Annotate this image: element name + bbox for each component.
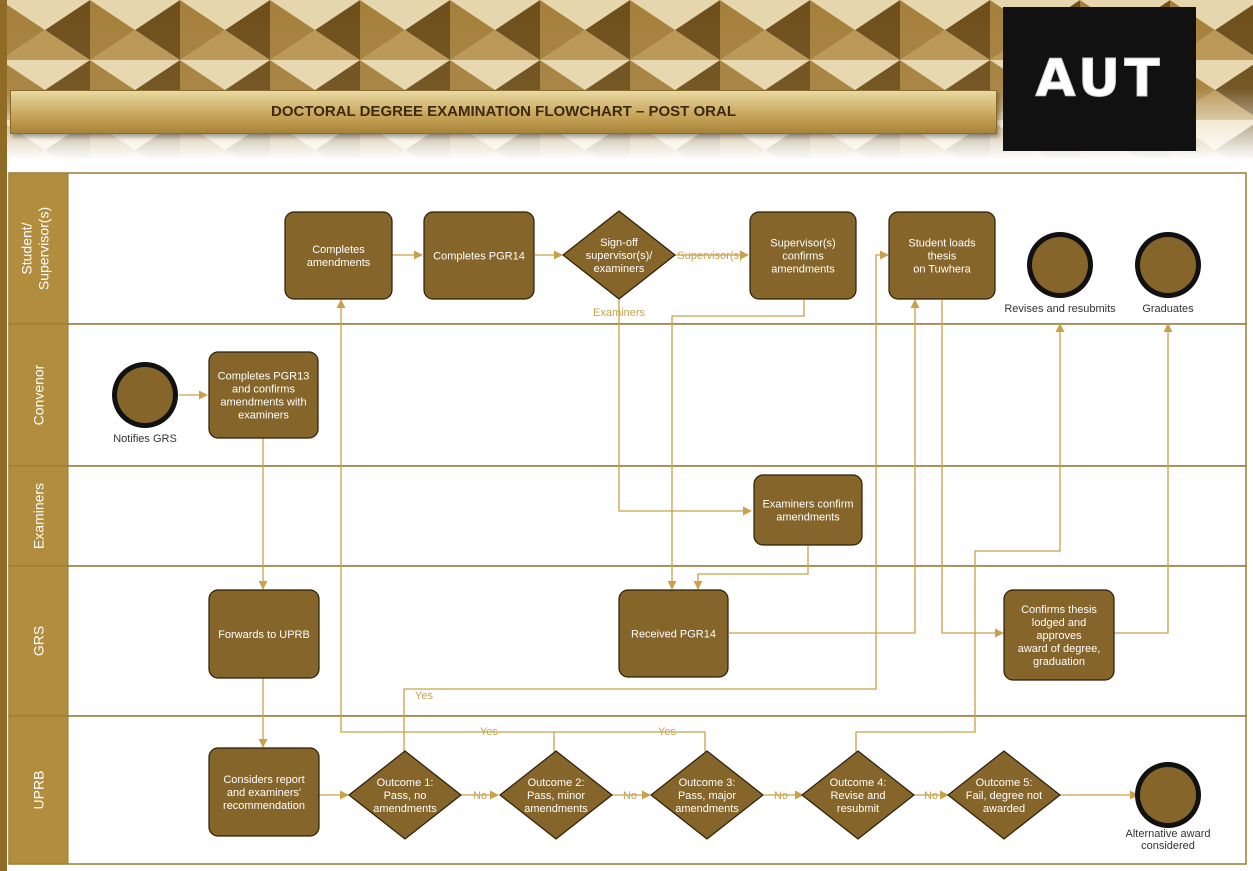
edge-label-supervisors: Supervisor(s) <box>677 250 742 262</box>
edge-outcome4-to-revises <box>855 323 1065 752</box>
edge-label-no1: No <box>473 790 487 802</box>
terminal-notifies-grs: Notifies GRS <box>112 362 178 445</box>
terminal-caption: Graduates <box>1142 303 1194 315</box>
terminal-caption: Notifies GRS <box>113 433 177 445</box>
edge-label-yes3: Yes <box>658 726 676 738</box>
edge-student-loads-to-confirms <box>941 300 1004 638</box>
terminal-caption: Revises and resubmits <box>1004 303 1116 315</box>
node-label: Forwards to UPRB <box>218 629 310 641</box>
lane-header-examiners <box>8 465 69 567</box>
lane-title-grs: GRS <box>31 626 47 656</box>
lane-title-student: Student/Supervisor(s) <box>19 207 52 290</box>
edge-examiners-to-received <box>693 546 809 590</box>
edge-received-to-student-loads <box>729 299 920 634</box>
edge-label-yes1: Yes <box>415 690 433 702</box>
node-completes-pgr14: Completes PGR14 <box>423 211 535 300</box>
lane-title-examiners: Examiners <box>31 483 47 549</box>
terminal-graduates: Graduates <box>1135 232 1201 315</box>
lane-header-uprb <box>8 715 69 865</box>
node-label: Completes PGR14 <box>433 251 525 263</box>
lane-examiners <box>8 465 1247 567</box>
node-forwards-uprb: Forwards to UPRB <box>208 589 320 679</box>
node-label: Received PGR14 <box>631 629 716 641</box>
node-received-pgr14: Received PGR14 <box>618 589 729 678</box>
edge-label-yes2: Yes <box>480 726 498 738</box>
edge-label-no2: No <box>623 790 637 802</box>
edge-confirms-to-graduates <box>1113 323 1173 634</box>
lane-title-convenor: Convenor <box>31 364 47 425</box>
lane-header-grs <box>8 565 69 717</box>
edge-label-no3: No <box>774 790 788 802</box>
lane-header-student <box>8 172 69 325</box>
edge-label-examiners: Examiners <box>593 307 645 319</box>
connectors <box>179 250 1173 800</box>
edge-signoff-to-examiners <box>618 298 752 516</box>
edge-supervisors-to-received <box>667 300 805 590</box>
page-title: DOCTORAL DEGREE EXAMINATION FLOWCHART – … <box>10 90 997 134</box>
terminal-revises: Revises and resubmits <box>1004 232 1116 315</box>
edge-outcome3-yes-to-amendments <box>554 731 706 752</box>
edge-outcome2-yes-to-amendments <box>336 299 555 752</box>
edge-outcome1-yes-to-student-loads <box>403 250 889 752</box>
edge-label-no4: No <box>924 790 938 802</box>
left-border-strip <box>0 0 7 871</box>
aut-logo: AUT <box>1003 7 1196 151</box>
lane-header-convenor <box>8 323 69 467</box>
lane-title-uprb: UPRB <box>31 771 47 810</box>
